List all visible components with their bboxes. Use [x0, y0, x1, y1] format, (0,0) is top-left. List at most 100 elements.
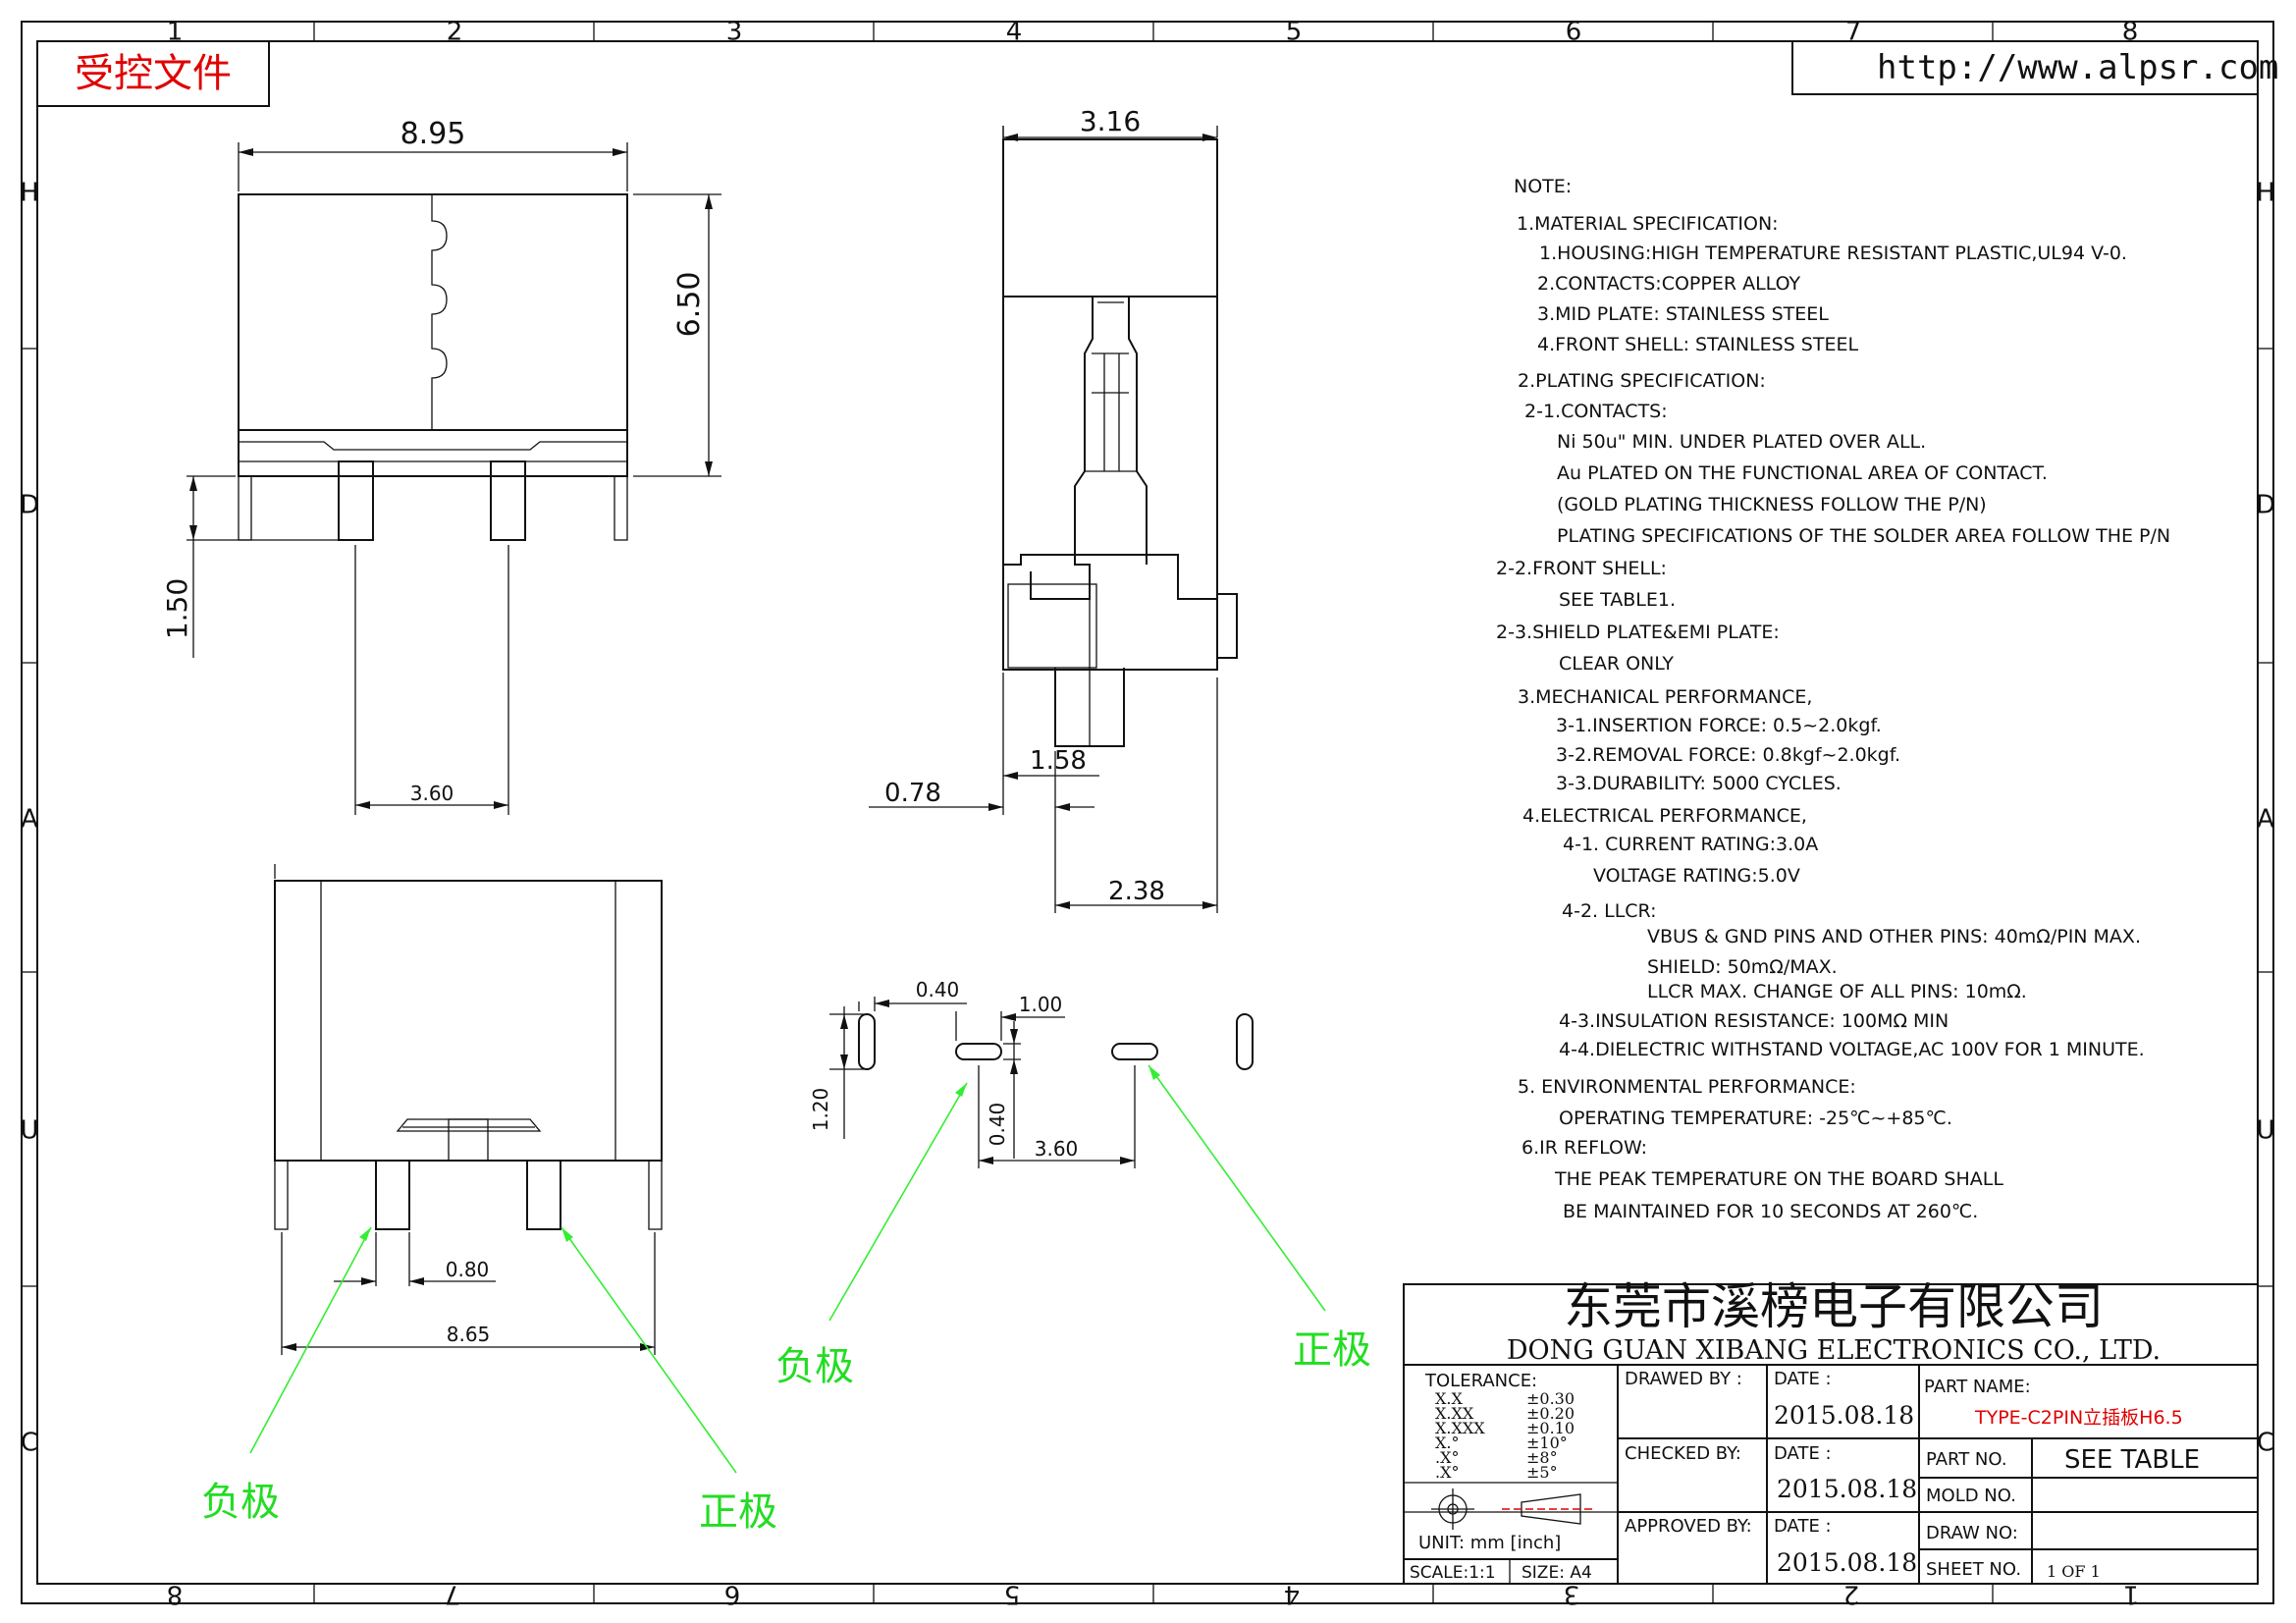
- mold-no-label: MOLD NO.: [1926, 1486, 2016, 1506]
- note-line: 6.IR REFLOW:: [1522, 1137, 1647, 1159]
- dim-pad-pitch: 3.60: [1035, 1137, 1079, 1161]
- row-left-U: U: [20, 1116, 38, 1146]
- note-line: 4-4.DIELECTRIC WITHSTAND VOLTAGE,AC 100V…: [1559, 1039, 2145, 1060]
- tol-key: X.XX: [1435, 1404, 1474, 1423]
- note-line: VOLTAGE RATING:5.0V: [1593, 865, 1800, 887]
- note-line: Ni 50u" MIN. UNDER PLATED OVER ALL.: [1557, 431, 1926, 453]
- row-right-A: A: [2257, 805, 2274, 835]
- part-name-label: PART NAME:: [1924, 1377, 2031, 1397]
- tol-val: ±5°: [1526, 1463, 1558, 1482]
- label-negative-pcb: 负极: [775, 1344, 854, 1389]
- note-line: 2.PLATING SPECIFICATION:: [1518, 370, 1766, 392]
- note-line: NOTE:: [1514, 176, 1572, 197]
- scale-label: SCALE:1:1: [1410, 1563, 1496, 1583]
- title-block: [1403, 1283, 2259, 1585]
- row-right-D: D: [2256, 491, 2275, 520]
- col-top-7: 7: [1845, 18, 1862, 47]
- col-top-2: 2: [447, 18, 463, 47]
- dim-pin-length: 1.50: [161, 578, 193, 639]
- dim-pad-h2: 0.40: [986, 1103, 1009, 1147]
- note-line: OPERATING TEMPERATURE: -25℃~+85℃.: [1559, 1108, 1952, 1129]
- sheet-no-label: SHEET NO.: [1926, 1559, 2021, 1580]
- note-line: 4-1. CURRENT RATING:3.0A: [1563, 834, 1818, 855]
- col-bot-1: 1: [2123, 1580, 2140, 1609]
- front-view: [238, 193, 628, 541]
- row-right-H: H: [2256, 179, 2275, 208]
- tol-key: X.XXX: [1435, 1419, 1485, 1437]
- col-top-1: 1: [167, 18, 184, 47]
- approved-by-label: APPROVED BY:: [1625, 1516, 1752, 1537]
- date-value: 2015.08.18: [1774, 1401, 1914, 1430]
- row-right-U: U: [2256, 1116, 2274, 1146]
- dim-pin-pitch: 3.60: [410, 782, 454, 805]
- size-label: SIZE: A4: [1522, 1563, 1592, 1583]
- inner-border: [36, 40, 2259, 1585]
- dim-side-width: 3.16: [1080, 105, 1141, 137]
- col-top-6: 6: [1566, 18, 1582, 47]
- note-line: CLEAR ONLY: [1559, 653, 1674, 675]
- part-name-value: TYPE-C2PIN立插板H6.5: [1974, 1407, 2183, 1429]
- website-box: [1791, 40, 2259, 95]
- col-top-4: 4: [1006, 18, 1023, 47]
- note-line: 2.CONTACTS:COPPER ALLOY: [1537, 273, 1800, 295]
- note-line: 3-1.INSERTION FORCE: 0.5~2.0kgf.: [1556, 715, 1882, 736]
- note-line: VBUS & GND PINS AND OTHER PINS: 40mΩ/PIN…: [1647, 926, 2141, 947]
- sheet-value: 1 OF 1: [2047, 1562, 2101, 1581]
- col-bot-3: 3: [1564, 1580, 1580, 1609]
- part-no-label: PART NO.: [1926, 1449, 2007, 1470]
- col-bot-2: 2: [1843, 1580, 1860, 1609]
- company-en: DONG GUAN XIBANG ELECTRONICS CO., LTD.: [1507, 1335, 2161, 1366]
- dim-pad-w: 0.40: [916, 978, 960, 1001]
- controlled-stamp: 受控文件: [75, 51, 232, 96]
- tol-val: ±0.30: [1526, 1389, 1575, 1408]
- label-positive-pcb: 正极: [1293, 1327, 1371, 1373]
- note-line: 5. ENVIRONMENTAL PERFORMANCE:: [1518, 1076, 1856, 1098]
- date-label: DATE :: [1774, 1516, 1832, 1537]
- checked-by-label: CHECKED BY:: [1625, 1443, 1741, 1464]
- dim-side-b: 0.78: [884, 779, 941, 808]
- note-line: SEE TABLE1.: [1559, 589, 1676, 611]
- note-line: 4.FRONT SHELL: STAINLESS STEEL: [1537, 334, 1858, 355]
- tol-key: X.X: [1435, 1389, 1463, 1408]
- note-line: 3-3.DURABILITY: 5000 CYCLES.: [1556, 773, 1842, 794]
- bottom-view: [274, 880, 663, 1230]
- note-line: Au PLATED ON THE FUNCTIONAL AREA OF CONT…: [1557, 462, 2048, 484]
- side-view: [1002, 138, 1238, 747]
- col-bot-5: 5: [1004, 1580, 1021, 1609]
- note-line: 2-3.SHIELD PLATE&EMI PLATE:: [1496, 622, 1780, 643]
- draw-no-label: DRAW NO:: [1926, 1523, 2018, 1543]
- col-bot-7: 7: [445, 1580, 461, 1609]
- note-line: SHIELD: 50mΩ/MAX.: [1647, 956, 1838, 978]
- tol-key: .X°: [1435, 1448, 1459, 1467]
- tol-val: ±0.20: [1526, 1404, 1575, 1423]
- side-dims: 3.16 1.58 0.78 2.38: [869, 105, 1218, 913]
- drawn-by-label: DRAWED BY :: [1625, 1369, 1742, 1389]
- dim-pad-l: 1.00: [1019, 993, 1063, 1016]
- pcb-layout: [858, 1013, 1254, 1070]
- website-url: http://www.alpsr.com: [1877, 48, 2278, 87]
- date-value: 2015.08.18: [1777, 1548, 1917, 1577]
- row-left-H: H: [20, 179, 39, 208]
- polarity-arrows: [249, 1064, 1326, 1474]
- note-line: 1.HOUSING:HIGH TEMPERATURE RESISTANT PLA…: [1539, 243, 2127, 264]
- outer-border: [21, 21, 2274, 1604]
- note-line: 3-2.REMOVAL FORCE: 0.8kgf~2.0kgf.: [1556, 744, 1900, 766]
- date-value: 2015.08.18: [1777, 1475, 1917, 1503]
- pcb-dims: 1.20 0.40 1.00 0.40 3.60: [809, 978, 1136, 1168]
- col-top-8: 8: [2122, 18, 2139, 47]
- note-line: 4.ELECTRICAL PERFORMANCE,: [1522, 805, 1807, 827]
- col-top-5: 5: [1286, 18, 1303, 47]
- date-label: DATE :: [1774, 1369, 1832, 1389]
- row-left-D: D: [20, 491, 39, 520]
- note-line: 4-2. LLCR:: [1562, 900, 1657, 922]
- tol-val: ±10°: [1526, 1434, 1568, 1452]
- tol-key: .X°: [1435, 1463, 1459, 1482]
- notes-block: NOTE: 1.MATERIAL SPECIFICATION: 1.HOUSIN…: [1496, 176, 2170, 1222]
- note-line: 3.MID PLATE: STAINLESS STEEL: [1537, 303, 1829, 325]
- row-right-C: C: [2257, 1429, 2274, 1458]
- note-line: PLATING SPECIFICATIONS OF THE SOLDER ARE…: [1557, 525, 2170, 547]
- unit-label: UNIT: mm [inch]: [1418, 1533, 1561, 1553]
- label-positive-bottom: 正极: [699, 1489, 777, 1535]
- note-line: LLCR MAX. CHANGE OF ALL PINS: 10mΩ.: [1647, 981, 2027, 1002]
- dim-side-c: 2.38: [1108, 877, 1165, 906]
